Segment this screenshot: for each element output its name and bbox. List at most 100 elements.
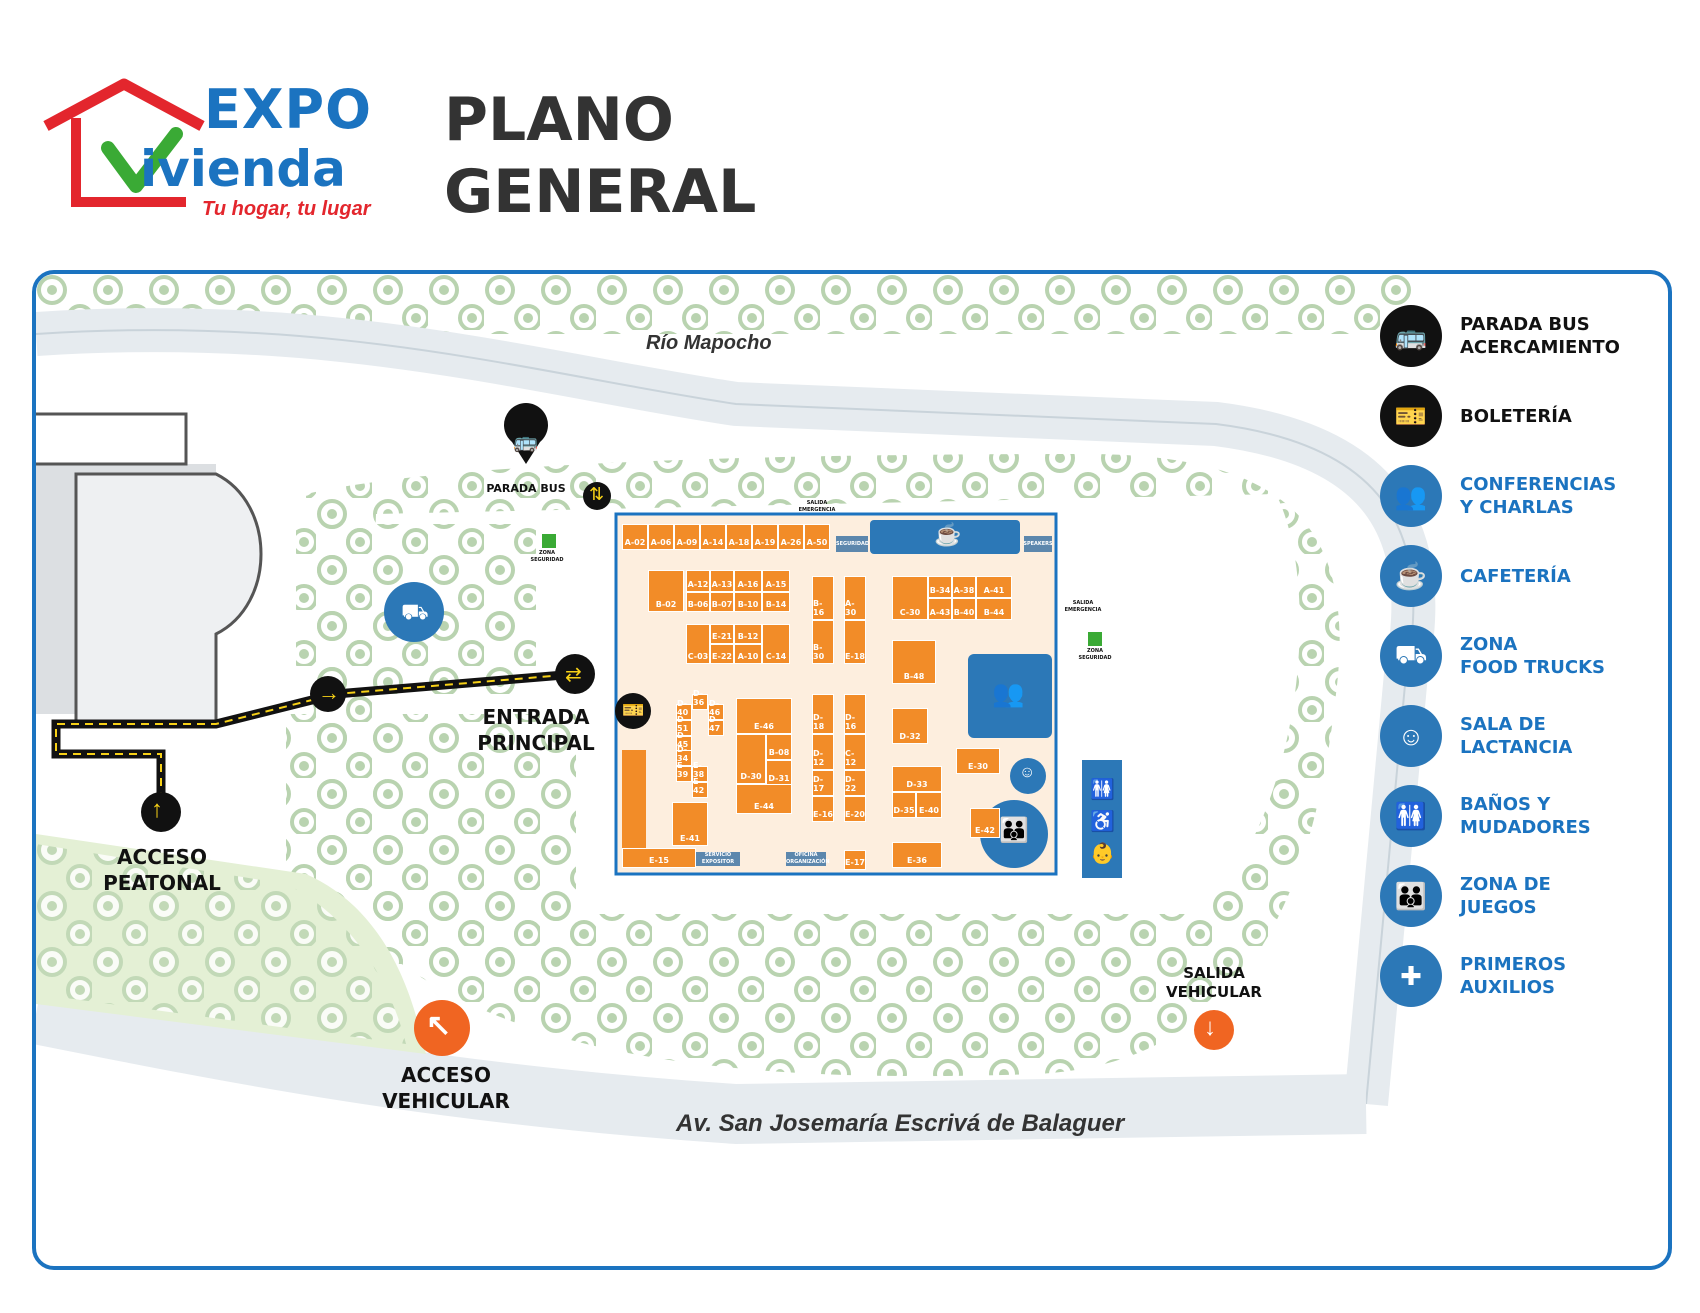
stand-booth: E-18: [844, 620, 866, 664]
food-truck-circle: [384, 582, 444, 642]
stand-booth: D-47: [708, 715, 724, 736]
baby-icon: ☺: [1019, 764, 1036, 781]
arrow-up-icon: ↑: [151, 796, 163, 823]
legend-line2: MUDADORES: [1460, 817, 1591, 838]
baby-icon: ☺: [1380, 705, 1442, 767]
stand-booth: B-34: [928, 576, 952, 598]
legend-line1: BOLETERÍA: [1460, 406, 1572, 427]
legend-line2: Y CHARLAS: [1460, 497, 1574, 518]
stand-booth: A-38: [952, 576, 976, 598]
stand-booth: B-06: [686, 592, 710, 612]
playground-icon: 👪: [1380, 865, 1442, 927]
stand-booth: E-22: [710, 644, 734, 664]
turnstile-marker: [583, 482, 611, 510]
stand-booth: D-16: [844, 694, 866, 734]
stand-booth: B-12: [734, 624, 762, 644]
stand-booth: A-26: [778, 524, 804, 550]
stand-booth: E-21: [710, 624, 734, 644]
stand-booth: A-09: [674, 524, 700, 550]
stand-column-west: [622, 750, 646, 866]
stand-booth: B-02: [648, 570, 684, 612]
legend-line2: JUEGOS: [1460, 897, 1537, 918]
arrow-down-icon: ↓: [1204, 1014, 1216, 1041]
first-aid-icon: ✚: [1380, 945, 1442, 1007]
coffee-icon: ☕: [934, 522, 962, 547]
stand-booth: B-48: [892, 640, 936, 684]
stand-booth: E-42: [692, 777, 708, 798]
stand-booth: A-19: [752, 524, 778, 550]
stand-booth: C-12: [844, 734, 866, 770]
stand-booth: D-34: [676, 745, 692, 766]
stand-booth: E-20: [844, 796, 866, 822]
legend-line1: PARADA BUS: [1460, 314, 1590, 335]
stand-booth: C-03: [686, 624, 710, 664]
stand-booth: A-50: [804, 524, 830, 550]
food-truck-icon: ⛟: [401, 599, 429, 624]
legend-line1: BAÑOS Y: [1460, 794, 1551, 815]
speakers-label: SPEAKERS: [1023, 541, 1053, 547]
stand-booth: B-08: [766, 734, 792, 760]
stand-booth: E-39: [676, 761, 692, 782]
stand-booth: B-14: [762, 592, 790, 612]
stand-booth: E-36: [892, 842, 942, 868]
stand-booth: A-13: [710, 570, 734, 592]
stand-booth: A-14: [700, 524, 726, 550]
stand-booth: A-06: [648, 524, 674, 550]
stand-booth: D-22: [844, 770, 866, 796]
legend-line1: PRIMEROS: [1460, 954, 1567, 975]
stand-booth: D-30: [736, 734, 766, 784]
coffee-icon: ☕: [1380, 545, 1442, 607]
stand-booth: D-18: [812, 694, 834, 734]
walk-marker: [310, 676, 346, 712]
bus-stop-marker: [504, 403, 548, 464]
avenue-label: Av. San Josemaría Escrivá de Balaguer: [676, 1110, 1125, 1137]
security-label: SEGURIDAD: [836, 541, 870, 547]
legend-line1: SALA DE: [1460, 714, 1546, 735]
cafeteria-block: [870, 520, 1020, 554]
playground-icon: 👪: [999, 817, 1029, 844]
service-exhibitor-label: SERVICIO EXPOSITOR: [696, 852, 740, 866]
stand-booth: A-12: [686, 570, 710, 592]
stand-booth: A-02: [622, 524, 648, 550]
legend-line1: ZONA DE: [1460, 874, 1551, 895]
vehicle-out-marker: [1194, 1010, 1234, 1050]
title-line1: PLANO: [444, 85, 674, 155]
conference-block: [968, 654, 1052, 738]
entrance-marker: [555, 654, 595, 694]
stand-booth: A-10: [734, 644, 762, 664]
stand-booth: D-35: [892, 792, 916, 818]
organization-office-label: OFICINA ORGANIZACIÓN: [786, 852, 830, 866]
security-zone-label: ZONA SEGURIDAD: [530, 550, 564, 563]
legend-label: CAFETERÍA: [1460, 565, 1680, 588]
speakers-block: [1024, 536, 1052, 552]
pedestrian-line1: ACCESO: [117, 845, 207, 869]
stand-booth: A-41: [976, 576, 1012, 598]
stand-booth: B-40: [952, 598, 976, 620]
legend-line2: ACERCAMIENTO: [1460, 337, 1620, 358]
bus-stop-label: PARADA BUS: [486, 482, 566, 495]
avenue-road: [36, 984, 1367, 1145]
stand-booth: D-51: [676, 715, 692, 736]
arrow-right-icon: →: [318, 680, 340, 705]
legend-line1: CONFERENCIAS: [1460, 474, 1617, 495]
stand-booth: D-46: [708, 699, 724, 720]
security-block: [836, 536, 868, 552]
stand-booth: D-40: [676, 699, 692, 720]
stand-booth: E-41: [672, 802, 708, 846]
house-roof-icon: [43, 78, 205, 207]
stand-booth: E-16: [812, 796, 834, 822]
people-icon: 👥: [992, 678, 1025, 708]
title-line2: GENERAL: [444, 157, 757, 227]
security-zone-marker: [542, 534, 556, 548]
